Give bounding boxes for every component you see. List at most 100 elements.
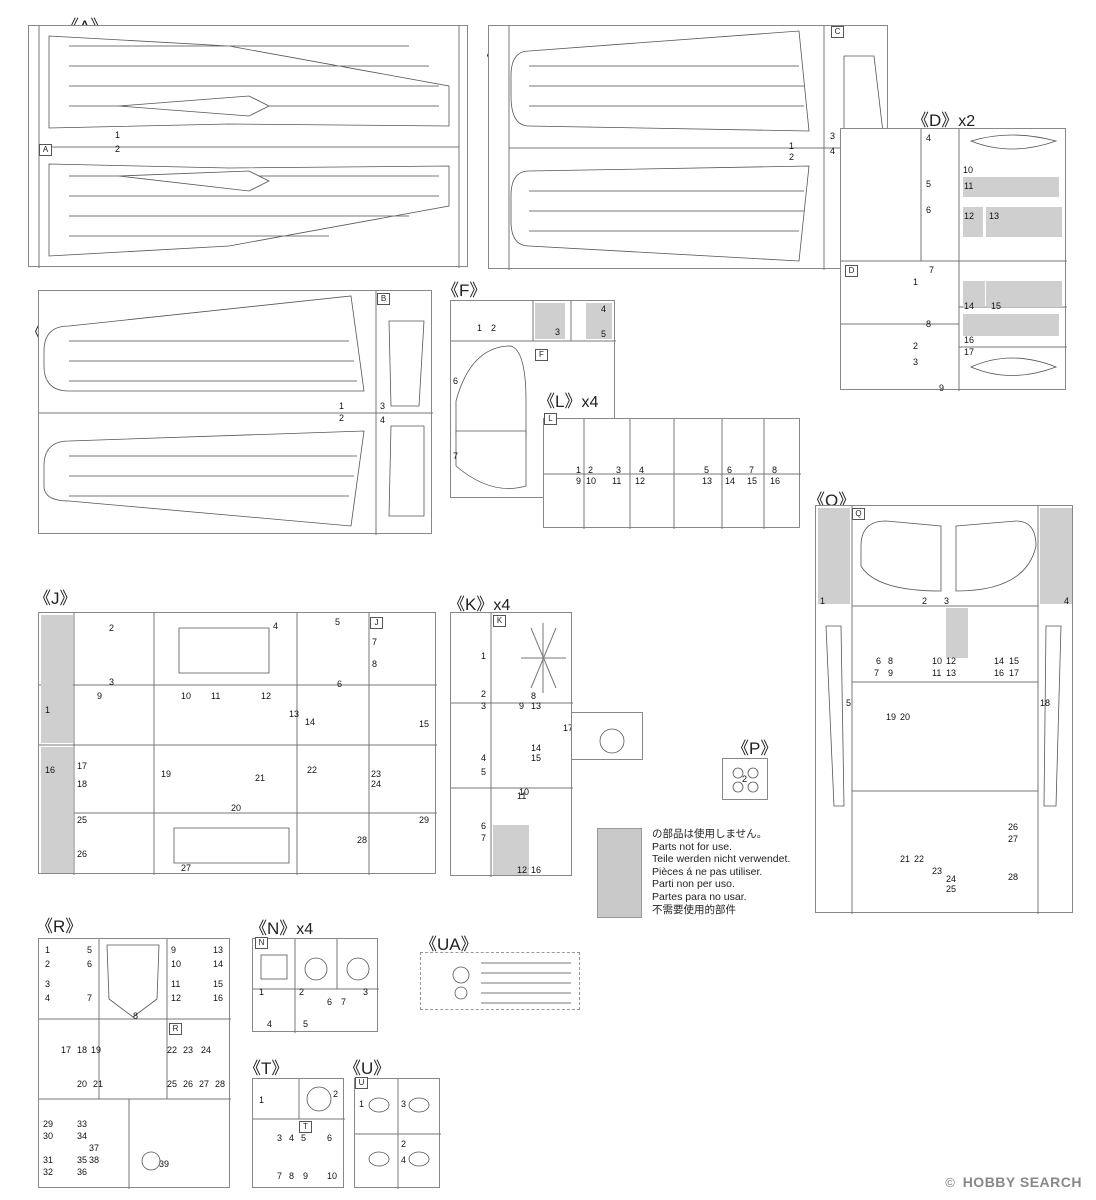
sprue-r-part-2: 2 [45,959,51,969]
sprue-f-part-6: 6 [453,376,459,386]
sprue-l-part-7: 7 [749,465,755,475]
sprue-j-part-5: 5 [335,617,341,627]
sprue-f-part-5: 5 [601,329,607,339]
sprue-d-part-10: 10 [963,165,974,175]
sprue-n: 1 2 3 4 5 6 7 N [252,937,379,1033]
sprue-r-part-4: 4 [45,993,51,1003]
sprue-q-part-17: 17 [1009,668,1020,678]
sprue-j-part-13: 13 [289,709,300,719]
sprue-d-part-15: 15 [991,301,1002,311]
decal-sheet-ua-drawing [452,962,571,1004]
sprue-r-part-1: 1 [45,945,51,955]
sprue-d-part-14: 14 [964,301,975,311]
legend-line-es: Partes para no usar. [652,890,747,903]
sprue-r-part-8: 8 [133,1011,139,1021]
sprue-l-part-6: 6 [727,465,733,475]
sprue-q-part-25: 25 [946,884,957,894]
sprue-n-part-3: 3 [363,987,369,997]
sprue-q-part-1: 1 [820,596,826,606]
sprue-j-part-28: 28 [357,835,368,845]
sprue-d-part-3: 3 [913,357,919,367]
sprue-n-part-1: 1 [259,987,265,997]
sprue-k-ring-drawing [599,728,625,754]
sprue-r-part-39: 39 [159,1159,170,1169]
sprue-r-part-5: 5 [87,945,93,955]
sprue-j-part-25: 25 [77,815,88,825]
sprue-l-part-13: 13 [702,476,713,486]
sprue-t-drawing [253,1079,345,1120]
sprue-j-part-1: 1 [45,705,51,715]
sprue-q-part-8: 8 [888,656,894,666]
sprue-q-part-23: 23 [932,866,943,876]
sprue-a: 1 2 A [28,25,468,268]
sprue-q-part-19: 19 [886,712,897,722]
sprue-b: 1 2 3 4 B [38,290,433,535]
sprue-a-part-2: 2 [115,144,121,154]
sprue-q-part-7: 7 [874,668,880,678]
sprue-q-part-27: 27 [1008,834,1019,844]
sprue-q-part-5: 5 [846,698,852,708]
sprue-k-part-6: 6 [481,821,487,831]
sprue-j-part-24: 24 [371,779,382,789]
sprue-j: 1 2 3 4 5 6 7 8 9 10 11 12 13 14 15 16 1… [38,612,437,875]
sprue-k-label: 《K》x4 [448,595,511,614]
sprue-k-part-11: 11 [517,791,527,801]
sprue-j-part-22: 22 [307,765,318,775]
sprue-u-part-4: 4 [401,1155,407,1165]
sprue-n-part-6: 6 [327,997,333,1007]
sprue-r-part-38: 38 [89,1155,100,1165]
sprue-n-part-5: 5 [303,1019,309,1029]
sprue-u-part-3: 3 [401,1099,407,1109]
sprue-b-part-2: 2 [339,413,345,423]
sprue-f-part-3: 3 [555,327,561,337]
sprue-b-part-3: 3 [380,401,386,411]
sprue-k-part-17: 17 [563,723,574,733]
hobby-search-watermark: © HOBBY SEARCH [945,1174,1082,1190]
sprue-f-label: 《F》 [442,281,487,300]
sprue-r-part-9: 9 [171,945,177,955]
sprue-q-part-28: 28 [1008,872,1019,882]
sprue-q-tag: Q [852,508,865,520]
sprue-r-part-33: 33 [77,1119,88,1129]
sprue-b-drawing [39,291,433,535]
sprue-j-label: 《J》 [34,589,77,608]
sprue-u-label: 《U》 [344,1059,391,1078]
sprue-k-part-4: 4 [481,753,487,763]
sprue-l-part-4: 4 [639,465,645,475]
sprue-j-part-18: 18 [77,779,88,789]
sprue-j-part-29: 29 [419,815,430,825]
sprue-r-part-6: 6 [87,959,93,969]
sprue-k-tag: K [493,615,506,627]
sprue-r-part-36: 36 [77,1167,88,1177]
sprue-l-part-3: 3 [616,465,622,475]
sprue-q-part-4: 4 [1064,596,1070,606]
sprue-t-part-3: 3 [277,1133,283,1143]
sprue-r-part-16: 16 [213,993,224,1003]
sprue-f-part-4: 4 [601,304,607,314]
sprue-j-part-19: 19 [161,769,172,779]
sprue-d-part-16: 16 [964,335,975,345]
sprue-k-extension [571,712,643,760]
sprue-j-part-23: 23 [371,769,382,779]
unused-parts-swatch [597,828,642,918]
legend-line-it: Parti non per uso. [652,878,735,891]
sprue-n-drawing [253,939,379,1033]
sprue-r-part-28: 28 [215,1079,226,1089]
unused-parts-legend: の部品は使用しません。 Parts not for use. Teile wer… [652,828,790,916]
sprue-t-part-6: 6 [327,1133,333,1143]
sprue-r-part-27: 27 [199,1079,210,1089]
sprue-r-part-30: 30 [43,1131,54,1141]
sprue-b-part-4: 4 [380,415,386,425]
sprue-q-part-3: 3 [944,596,950,606]
sprue-q-part-22: 22 [914,854,925,864]
sprue-q-drawing [818,506,1072,914]
sprue-j-tag: J [370,617,383,629]
sprue-d-part-4: 4 [926,133,932,143]
sprue-r-part-23: 23 [183,1045,194,1055]
sprue-l-part-5: 5 [704,465,710,475]
sprue-d-drawing [841,129,1067,391]
sprue-c-part-4: 4 [830,146,836,156]
sprue-r-part-31: 31 [43,1155,54,1165]
sprue-j-part-27: 27 [181,863,192,873]
